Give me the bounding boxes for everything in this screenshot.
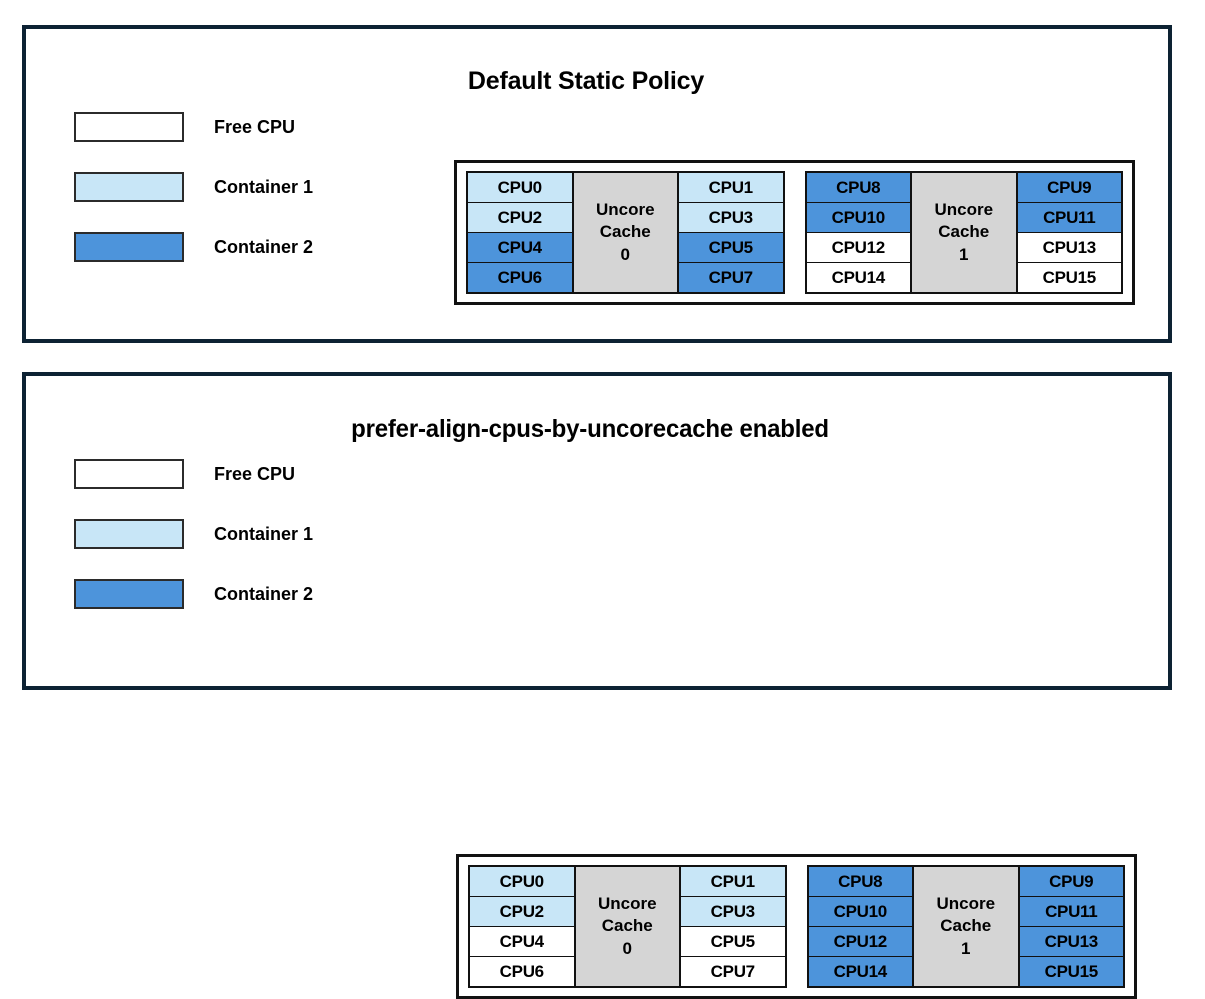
legend-bottom: Free CPU Container 1 Container 2	[74, 458, 313, 610]
cpu-cell: CPU11	[1017, 203, 1121, 233]
uncore-cache-block: Uncore Cache 0	[573, 867, 681, 986]
cpu-cell: CPU5	[681, 927, 785, 957]
uncore-cache-block: Uncore Cache 0	[571, 173, 679, 292]
legend-top: Free CPU Container 1 Container 2	[74, 111, 313, 263]
panel-prefer-align-cpus-by-uncorecache: prefer-align-cpus-by-uncorecache enabled…	[22, 372, 1172, 999]
legend-label-free-cpu: Free CPU	[214, 463, 296, 484]
cpu-column-left: CPU0 CPU2 CPU4 CPU6	[468, 173, 572, 292]
cpu-column-left: CPU0 CPU2 CPU4 CPU6	[470, 867, 574, 986]
cpu-cell: CPU5	[679, 233, 783, 263]
cpu-cell: CPU7	[681, 957, 785, 986]
cpu-cell: CPU9	[1017, 173, 1121, 203]
cpu-column-right: CPU9 CPU11 CPU13 CPU15	[1019, 867, 1123, 986]
uncore-cache-label-line1: Uncore	[595, 199, 655, 219]
cpu-column-left: CPU8 CPU10 CPU12 CPU14	[806, 173, 910, 292]
cpu-column-left: CPU8 CPU10 CPU12 CPU14	[808, 867, 912, 986]
cpu-cell: CPU0	[470, 867, 574, 897]
cpu-cell: CPU9	[1019, 867, 1123, 897]
cpu-cell: CPU14	[808, 957, 912, 986]
cpu-cell: CPU3	[681, 897, 785, 927]
panel-default-static-policy: Default Static Policy Free CPU Container…	[22, 25, 1172, 343]
cpu-cell: CPU8	[808, 867, 912, 897]
uncore-cache-cluster-1: CPU8 CPU10 CPU12 CPU14 Uncore Cache 1 CP…	[804, 171, 1123, 294]
legend-label-container-1: Container 1	[214, 176, 314, 197]
legend-item-free-cpu: Free CPU	[74, 111, 313, 143]
legend-swatch-free-cpu	[74, 112, 184, 142]
cpu-cell: CPU10	[808, 897, 912, 927]
cpu-cell: CPU13	[1017, 233, 1121, 263]
legend-label-container-2: Container 2	[214, 236, 314, 257]
diagram-canvas: Default Static Policy Free CPU Container…	[22, 25, 1172, 999]
uncore-cache-cluster-1: CPU8 CPU10 CPU12 CPU14 Uncore Cache 1 CP…	[806, 865, 1125, 988]
cpu-column-right: CPU1 CPU3 CPU5 CPU7	[681, 867, 785, 986]
legend-item-container-1: Container 1	[74, 518, 313, 550]
uncore-cache-label-line2: Cache	[601, 916, 653, 936]
cpu-cell: CPU1	[681, 867, 785, 897]
cpu-cell: CPU7	[679, 263, 783, 292]
cpu-cell: CPU10	[806, 203, 910, 233]
legend-swatch-container-1	[74, 172, 184, 202]
cpu-topology-diagram-top: CPU0 CPU2 CPU4 CPU6 Uncore Cache 0 CPU1 …	[454, 160, 1135, 305]
legend-item-container-2: Container 2	[74, 231, 313, 263]
uncore-cache-label-line2: Cache	[938, 222, 990, 242]
cpu-column-right: CPU9 CPU11 CPU13 CPU15	[1017, 173, 1121, 292]
cpu-cell: CPU4	[468, 233, 572, 263]
page-title-bottom: prefer-align-cpus-by-uncorecache enabled	[351, 415, 829, 443]
uncore-cache-block: Uncore Cache 1	[912, 867, 1020, 986]
legend-swatch-container-1	[74, 519, 184, 549]
legend-label-container-2: Container 2	[214, 583, 314, 604]
legend-swatch-container-2	[74, 232, 184, 262]
cpu-cell: CPU6	[470, 957, 574, 986]
cpu-cell: CPU4	[470, 927, 574, 957]
uncore-cache-index: 0	[620, 244, 630, 264]
uncore-cache-index: 0	[622, 938, 632, 958]
cpu-cell: CPU2	[470, 897, 574, 927]
cpu-cell: CPU12	[806, 233, 910, 263]
uncore-cache-index: 1	[961, 938, 971, 958]
uncore-cache-label-line1: Uncore	[597, 893, 657, 913]
legend-label-container-1: Container 1	[214, 523, 314, 544]
cpu-cell: CPU1	[679, 173, 783, 203]
cpu-cell: CPU12	[808, 927, 912, 957]
cpu-column-right: CPU1 CPU3 CPU5 CPU7	[679, 173, 783, 292]
legend-swatch-container-2	[74, 579, 184, 609]
uncore-cache-block: Uncore Cache 1	[910, 173, 1018, 292]
uncore-cache-label-line2: Cache	[599, 222, 651, 242]
cpu-cell: CPU3	[679, 203, 783, 233]
cpu-cell: CPU13	[1019, 927, 1123, 957]
legend-label-free-cpu: Free CPU	[214, 116, 296, 137]
cpu-topology-diagram-bottom: CPU0 CPU2 CPU4 CPU6 Uncore Cache 0 CPU1 …	[456, 854, 1137, 999]
cpu-cell: CPU8	[806, 173, 910, 203]
legend-item-free-cpu: Free CPU	[74, 458, 313, 490]
cpu-cell: CPU2	[468, 203, 572, 233]
cpu-cell: CPU11	[1019, 897, 1123, 927]
cpu-cell: CPU14	[806, 263, 910, 292]
legend-item-container-2: Container 2	[74, 578, 313, 610]
cpu-cell: CPU15	[1019, 957, 1123, 986]
page-title-top: Default Static Policy	[467, 67, 705, 95]
uncore-cache-label-line2: Cache	[940, 916, 992, 936]
cpu-cell: CPU0	[468, 173, 572, 203]
cpu-cell: CPU15	[1017, 263, 1121, 292]
uncore-cache-label-line1: Uncore	[936, 893, 996, 913]
uncore-cache-cluster-0: CPU0 CPU2 CPU4 CPU6 Uncore Cache 0 CPU1 …	[466, 171, 785, 294]
legend-item-container-1: Container 1	[74, 171, 313, 203]
uncore-cache-cluster-0: CPU0 CPU2 CPU4 CPU6 Uncore Cache 0 CPU1 …	[468, 865, 787, 988]
cpu-cell: CPU6	[468, 263, 572, 292]
uncore-cache-index: 1	[959, 244, 969, 264]
legend-swatch-free-cpu	[74, 459, 184, 489]
uncore-cache-label-line1: Uncore	[934, 199, 994, 219]
